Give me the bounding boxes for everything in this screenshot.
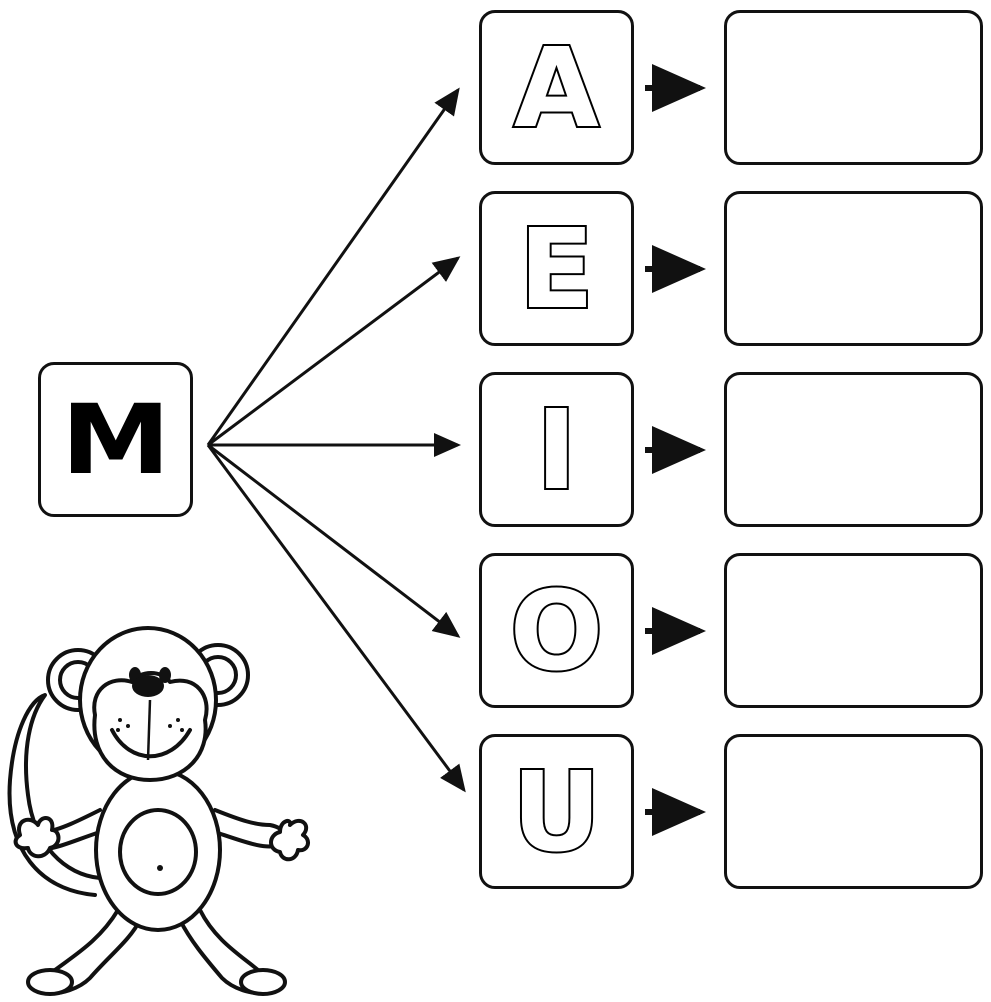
consonant-letter: M bbox=[60, 383, 171, 496]
answer-box-o[interactable] bbox=[724, 553, 983, 708]
vowel-letter-u: U bbox=[510, 747, 603, 876]
arrow-to-o bbox=[207, 443, 461, 638]
arrow-to-e bbox=[207, 256, 461, 447]
vowel-box-e: E bbox=[479, 191, 634, 346]
answer-box-a[interactable] bbox=[724, 10, 983, 165]
vowel-box-a: A bbox=[479, 10, 634, 165]
vowel-box-u: U bbox=[479, 734, 634, 889]
answer-box-i[interactable] bbox=[724, 372, 983, 527]
vowel-box-o: O bbox=[479, 553, 634, 708]
monkey-icon bbox=[7, 626, 310, 996]
arrow-to-u bbox=[206, 444, 466, 793]
vowel-letter-o: O bbox=[508, 566, 605, 695]
consonant-box: M bbox=[38, 362, 193, 517]
vowel-box-i: I bbox=[479, 372, 634, 527]
answer-box-e[interactable] bbox=[724, 191, 983, 346]
vowel-letter-i: I bbox=[534, 385, 579, 514]
vowel-letter-e: E bbox=[517, 204, 596, 333]
arrow-to-a bbox=[206, 87, 460, 446]
answer-box-u[interactable] bbox=[724, 734, 983, 889]
vowel-letter-a: A bbox=[512, 23, 601, 152]
